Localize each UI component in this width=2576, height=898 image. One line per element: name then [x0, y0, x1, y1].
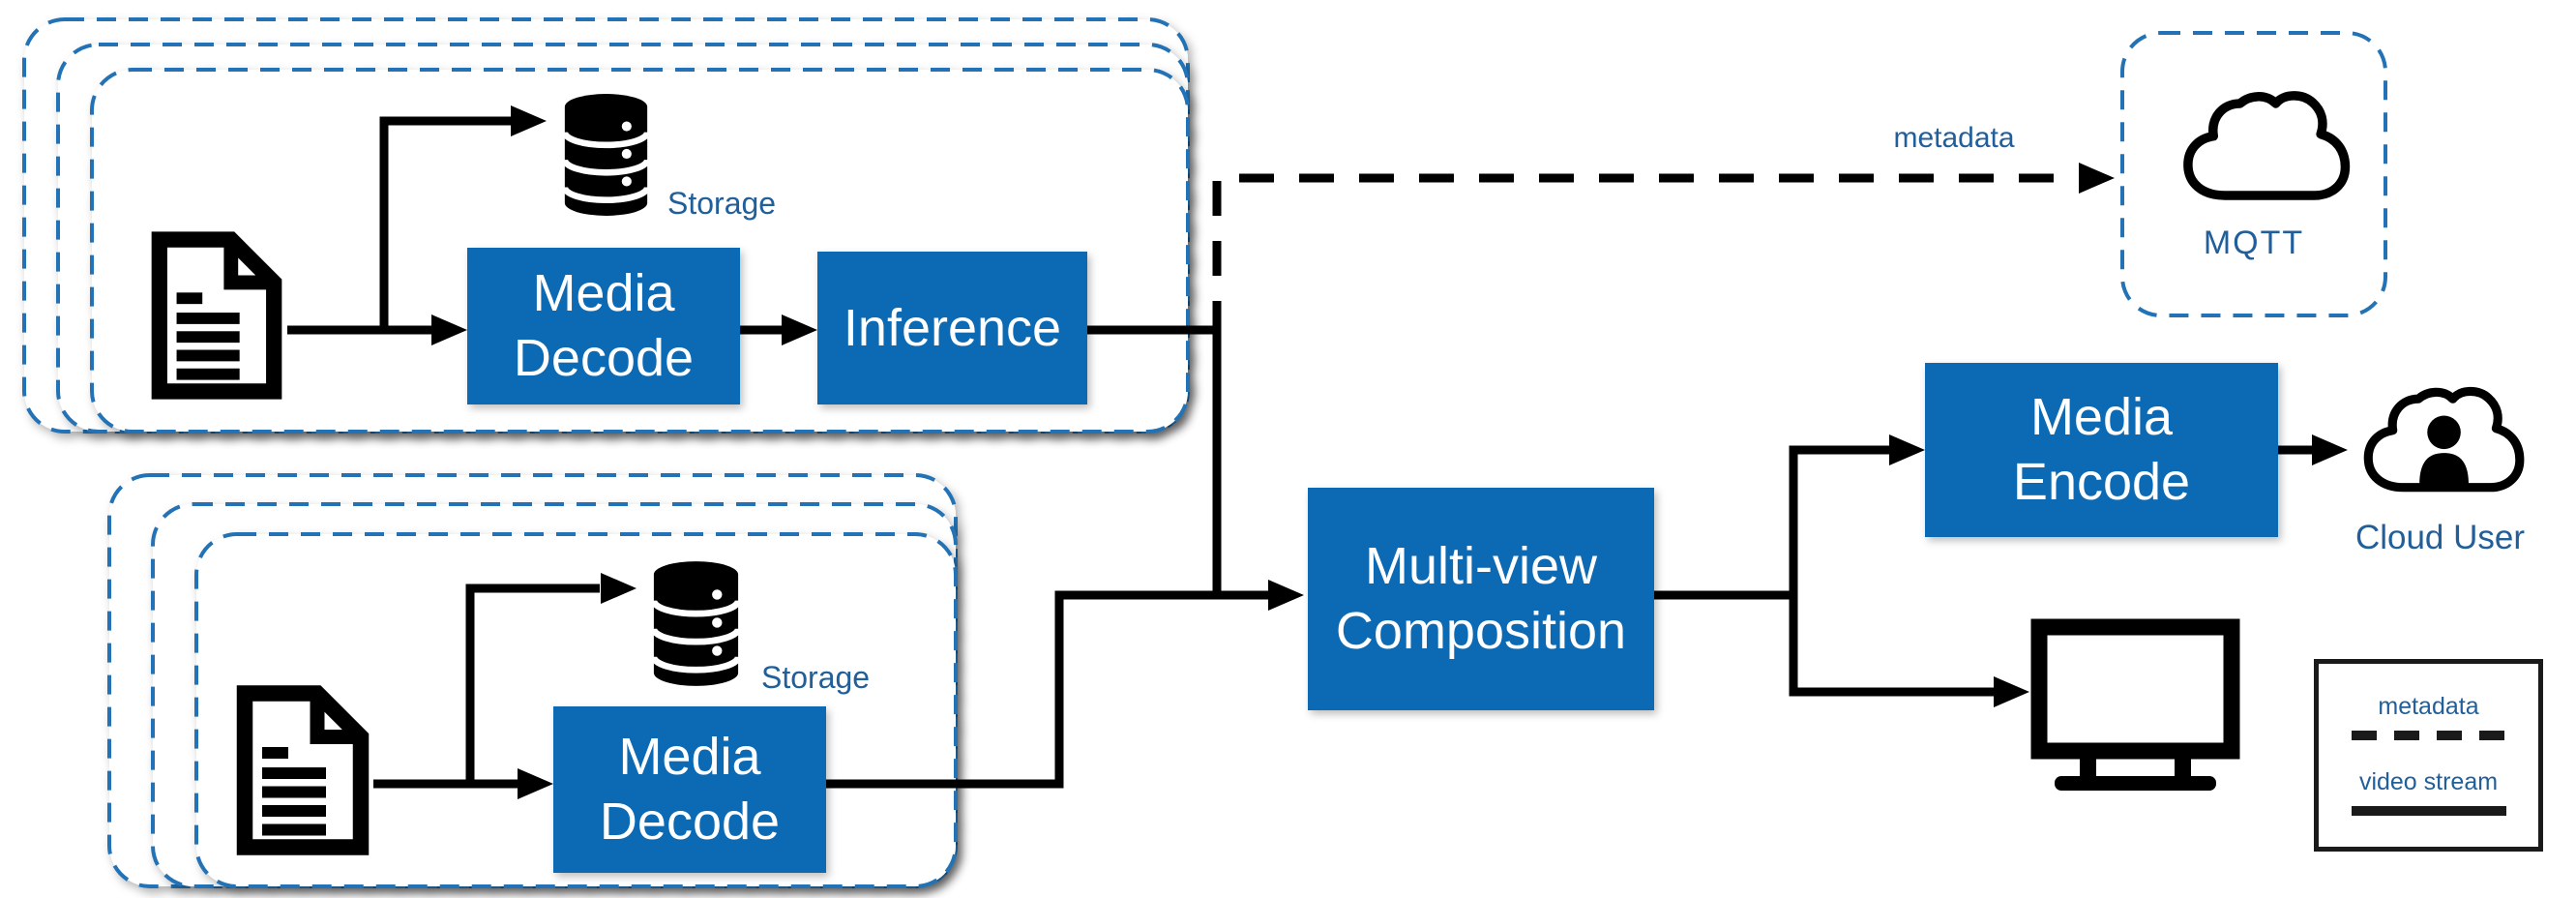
database-icon: [654, 561, 738, 686]
database-icon: [565, 94, 647, 216]
node-media-decode-top: Media Decode: [467, 248, 740, 404]
monitor-icon: [2030, 618, 2240, 791]
document-icon: [160, 240, 274, 392]
legend: metadata video stream: [2314, 659, 2543, 852]
node-inference: Inference: [817, 252, 1087, 404]
arrowhead: [2079, 163, 2115, 194]
arrowhead: [1268, 580, 1304, 611]
node-multi-view-composition: Multi-view Composition: [1308, 488, 1654, 710]
document-icon: [245, 694, 361, 848]
metadata-flow-label: metadata: [1893, 122, 2015, 154]
arrowhead: [431, 314, 467, 345]
flow-metadata-to-mqtt: [1212, 173, 2080, 336]
node-media-decode-bottom: Media Decode: [553, 706, 826, 873]
cloud-user-label: Cloud User: [2354, 519, 2526, 556]
arrowhead: [518, 768, 553, 799]
flow-branch-to-storage-top: [379, 116, 511, 334]
cloud-user-icon: [2368, 391, 2520, 487]
arrowhead: [601, 573, 637, 604]
legend-item-video-stream: video stream: [2351, 768, 2506, 817]
node-media-encode: Media Encode: [1925, 363, 2278, 537]
arrowhead: [1994, 676, 2029, 707]
legend-label-metadata: metadata: [2378, 692, 2479, 720]
arrowhead: [782, 314, 817, 345]
mqtt-label: MQTT: [2203, 224, 2305, 261]
storage-label-top: Storage: [667, 186, 777, 221]
legend-label-video-stream: video stream: [2358, 768, 2499, 796]
flow-branch-to-storage-bottom: [465, 584, 600, 788]
legend-solid-line-sample: [2351, 806, 2506, 817]
arrowhead: [2312, 434, 2348, 465]
storage-label-bottom: Storage: [761, 660, 871, 695]
legend-item-metadata: metadata: [2351, 692, 2506, 740]
legend-dashed-line-sample: [2351, 730, 2506, 740]
flow-split-to-encode-and-display: [1789, 445, 1995, 697]
arrowhead: [511, 105, 547, 136]
flow-media-decode-bottom-to-multiview: [826, 590, 1272, 789]
arrowhead: [1889, 434, 1925, 465]
